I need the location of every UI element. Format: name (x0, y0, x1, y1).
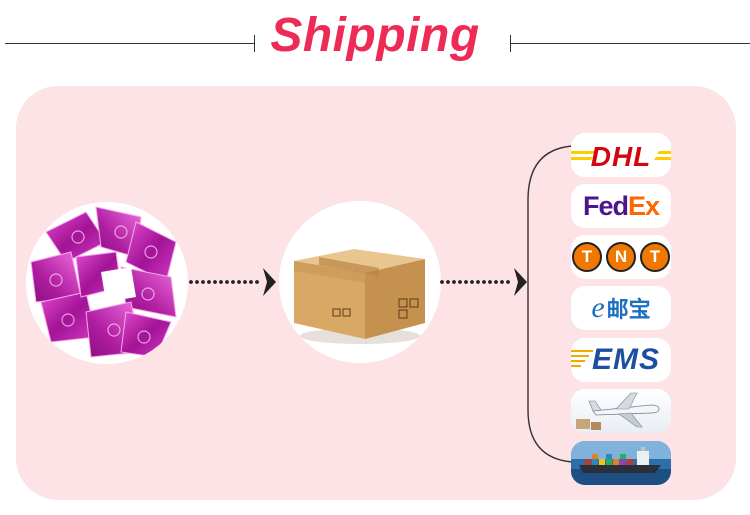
eyoubao-logo: e 邮宝 (571, 286, 671, 330)
fedex-label-fed: Fed (582, 190, 629, 221)
tnt-letter-1: T (572, 242, 602, 272)
tnt-logo: T N T (571, 235, 671, 279)
eyoubao-label: 邮宝 (606, 298, 651, 323)
title-rule-left (5, 43, 255, 44)
tnt-letter-2: N (606, 242, 636, 272)
page-title: Shipping (270, 9, 480, 62)
cardboard-box-image (279, 201, 441, 363)
product-pile-image (26, 202, 188, 364)
fedex-logo: FedEx (571, 184, 671, 228)
title-rule-left-tick (254, 35, 255, 52)
cargo-ship-image (571, 441, 671, 485)
ems-logo: EMS (571, 338, 671, 382)
dhl-label: DHL (590, 141, 652, 172)
tnt-letter-3: T (640, 242, 670, 272)
title-rule-right (510, 43, 750, 44)
airplane-image (571, 389, 671, 433)
title-rule-right-tick (510, 35, 511, 52)
fedex-label-ex: Ex (627, 190, 660, 221)
e-swirl-icon: e (591, 291, 605, 324)
dhl-logo: DHL (571, 133, 671, 177)
ems-label: EMS (591, 343, 660, 376)
